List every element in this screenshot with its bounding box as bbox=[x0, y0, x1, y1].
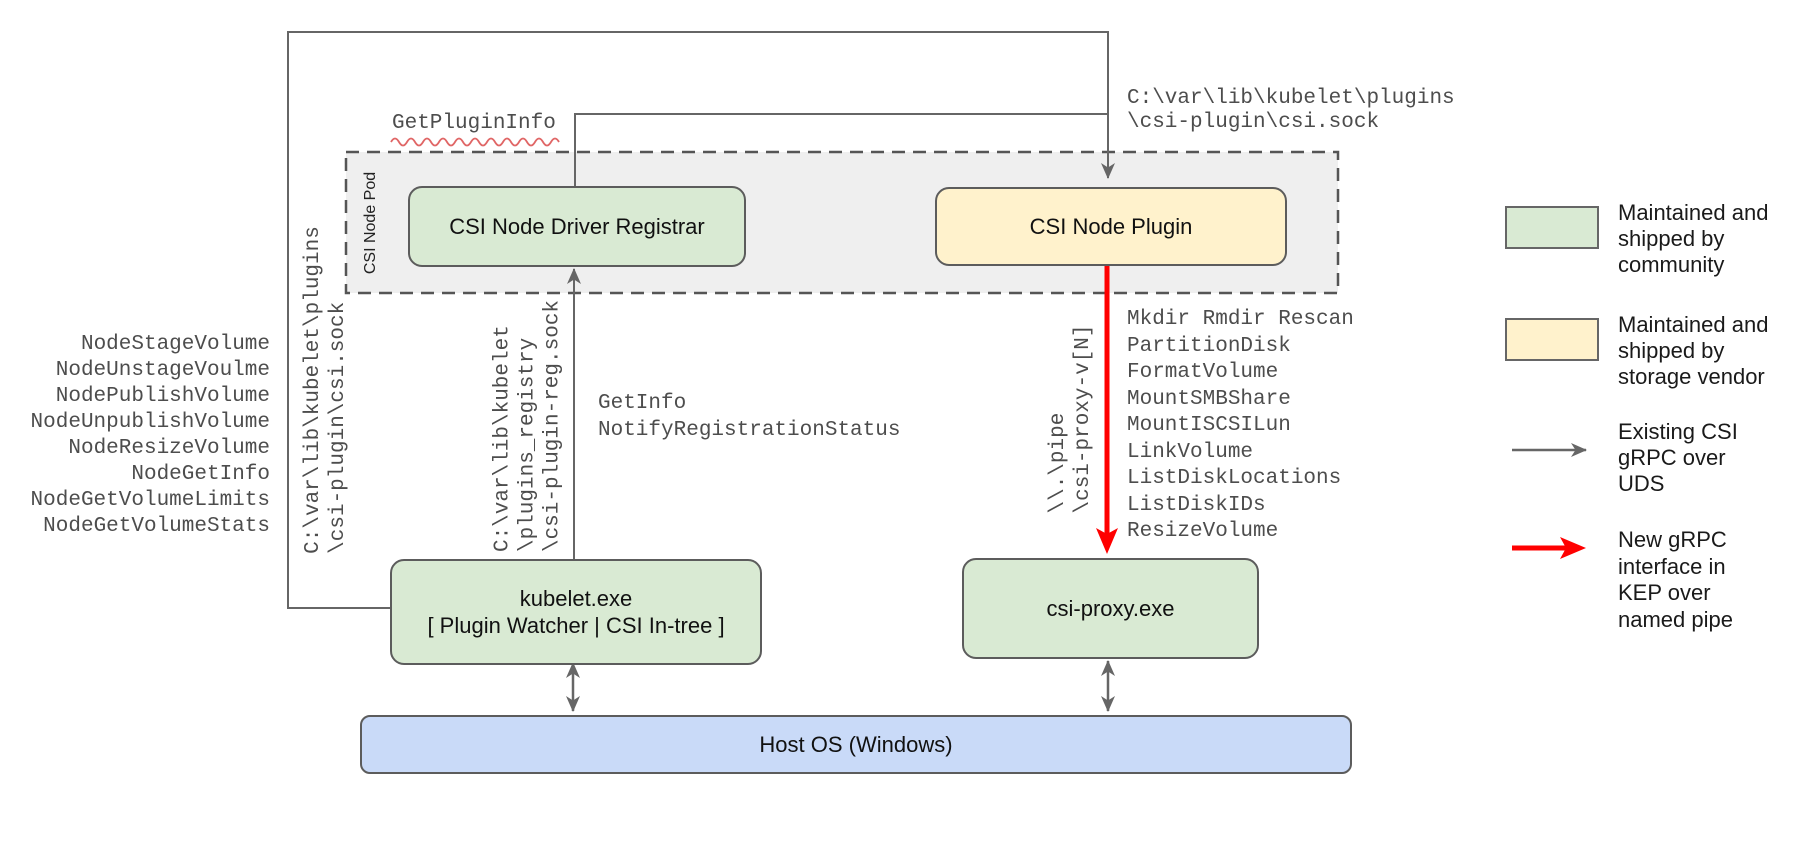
kubelet-to-plugin-uds-line bbox=[287, 31, 1115, 609]
named-pipe-path-label: \\.\pipe \csi-proxy-v[N] bbox=[1047, 324, 1095, 514]
kubelet-label: kubelet.exe bbox=[519, 586, 633, 611]
csi-node-plugin-box: CSI Node Plugin bbox=[935, 187, 1287, 266]
legend-vendor-label: Maintained and shipped by storage vendor bbox=[1618, 312, 1769, 389]
legend-vendor-swatch bbox=[1505, 318, 1599, 361]
legend-uds-label: Existing CSI gRPC over UDS bbox=[1618, 419, 1738, 496]
spellcheck-squiggle bbox=[390, 137, 560, 147]
legend-community-swatch bbox=[1505, 206, 1599, 249]
legend-uds-arrow-icon bbox=[1512, 443, 1587, 457]
get-plugin-info-label: GetPluginInfo bbox=[392, 112, 556, 135]
csi-proxy-box: csi-proxy.exe bbox=[962, 558, 1259, 659]
registration-sock-path-label: C:\var\lib\kubelet \plugins_registry \cs… bbox=[491, 299, 565, 553]
csi-node-pod-label: CSI Node Pod bbox=[362, 171, 379, 275]
kubelet-sublabel: [ Plugin Watcher | CSI In-tree ] bbox=[427, 613, 725, 638]
legend-community-label: Maintained and shipped by community bbox=[1618, 200, 1769, 277]
csi-node-driver-registrar-box: CSI Node Driver Registrar bbox=[408, 186, 746, 267]
legend-named-pipe-label: New gRPC interface in KEP over named pip… bbox=[1618, 527, 1733, 632]
registration-calls-label: GetInfo NotifyRegistrationStatus bbox=[598, 392, 901, 442]
node-methods-list: NodeStageVolume NodeUnstageVoulme NodePu… bbox=[30, 333, 270, 538]
legend-named-pipe-arrow-icon bbox=[1512, 537, 1586, 559]
host-os-box: Host OS (Windows) bbox=[360, 715, 1352, 774]
csi-sock-path-left-label: C:\var\lib\kubelet\plugins \csi-plugin\c… bbox=[302, 226, 350, 554]
csi-sock-path-top-label: C:\var\lib\kubelet\plugins \csi-plugin\c… bbox=[1127, 87, 1455, 134]
proxy-methods-list: Mkdir Rmdir Rescan PartitionDisk FormatV… bbox=[1127, 308, 1354, 543]
kubelet-box: kubelet.exe [ Plugin Watcher | CSI In-tr… bbox=[390, 559, 762, 665]
registrar-to-plugin-line bbox=[574, 113, 1107, 186]
